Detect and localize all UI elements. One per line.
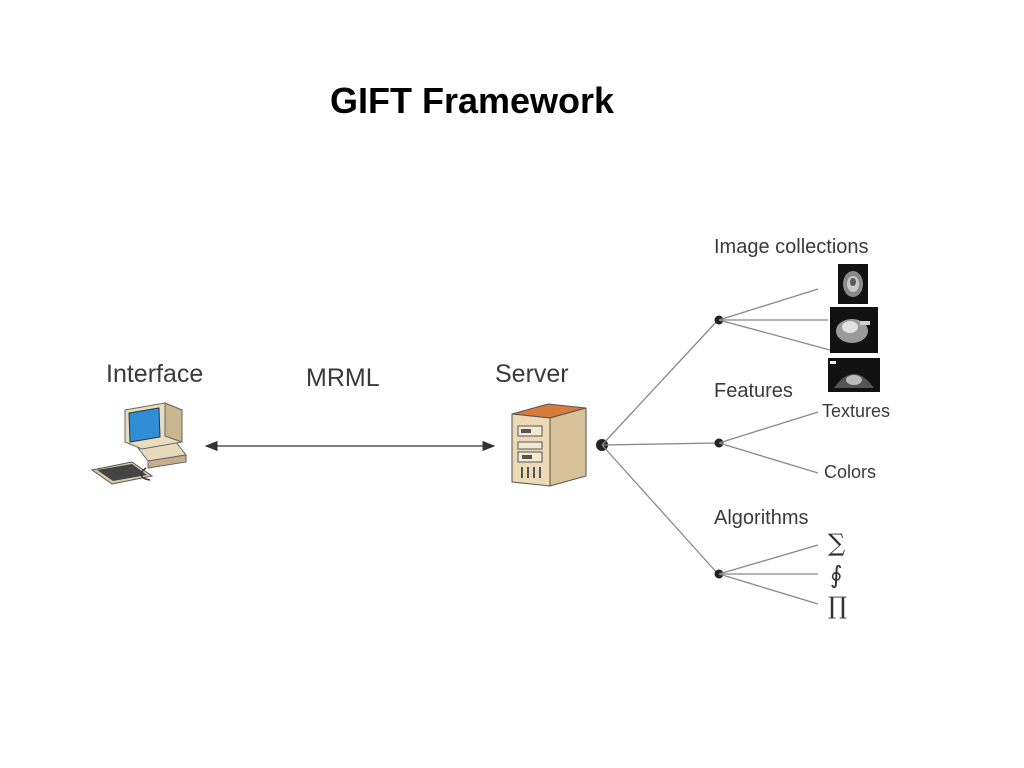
features-label: Features	[714, 380, 793, 402]
feature-item-colors: Colors	[824, 462, 877, 482]
diagram-title: GIFT Framework	[329, 80, 615, 121]
mrml-label: MRML	[306, 364, 380, 392]
sum-symbol: ∑	[828, 529, 846, 557]
product-symbol: ∏	[828, 592, 848, 620]
computer-icon	[90, 402, 187, 485]
contour-integral-symbol: ∮	[830, 561, 843, 589]
interface-label: Interface	[106, 360, 204, 388]
algorithms-label: Algorithms	[714, 507, 809, 529]
ultrasound-scan-thumbnail	[828, 358, 880, 392]
medical-scan-thumbnail	[830, 307, 878, 353]
server-icon	[511, 403, 587, 487]
server-label: Server	[495, 360, 569, 388]
image-collections-label: Image collections	[714, 236, 869, 258]
feature-item-textures: Textures	[822, 401, 891, 421]
medical-scan-thumbnail	[838, 264, 868, 304]
